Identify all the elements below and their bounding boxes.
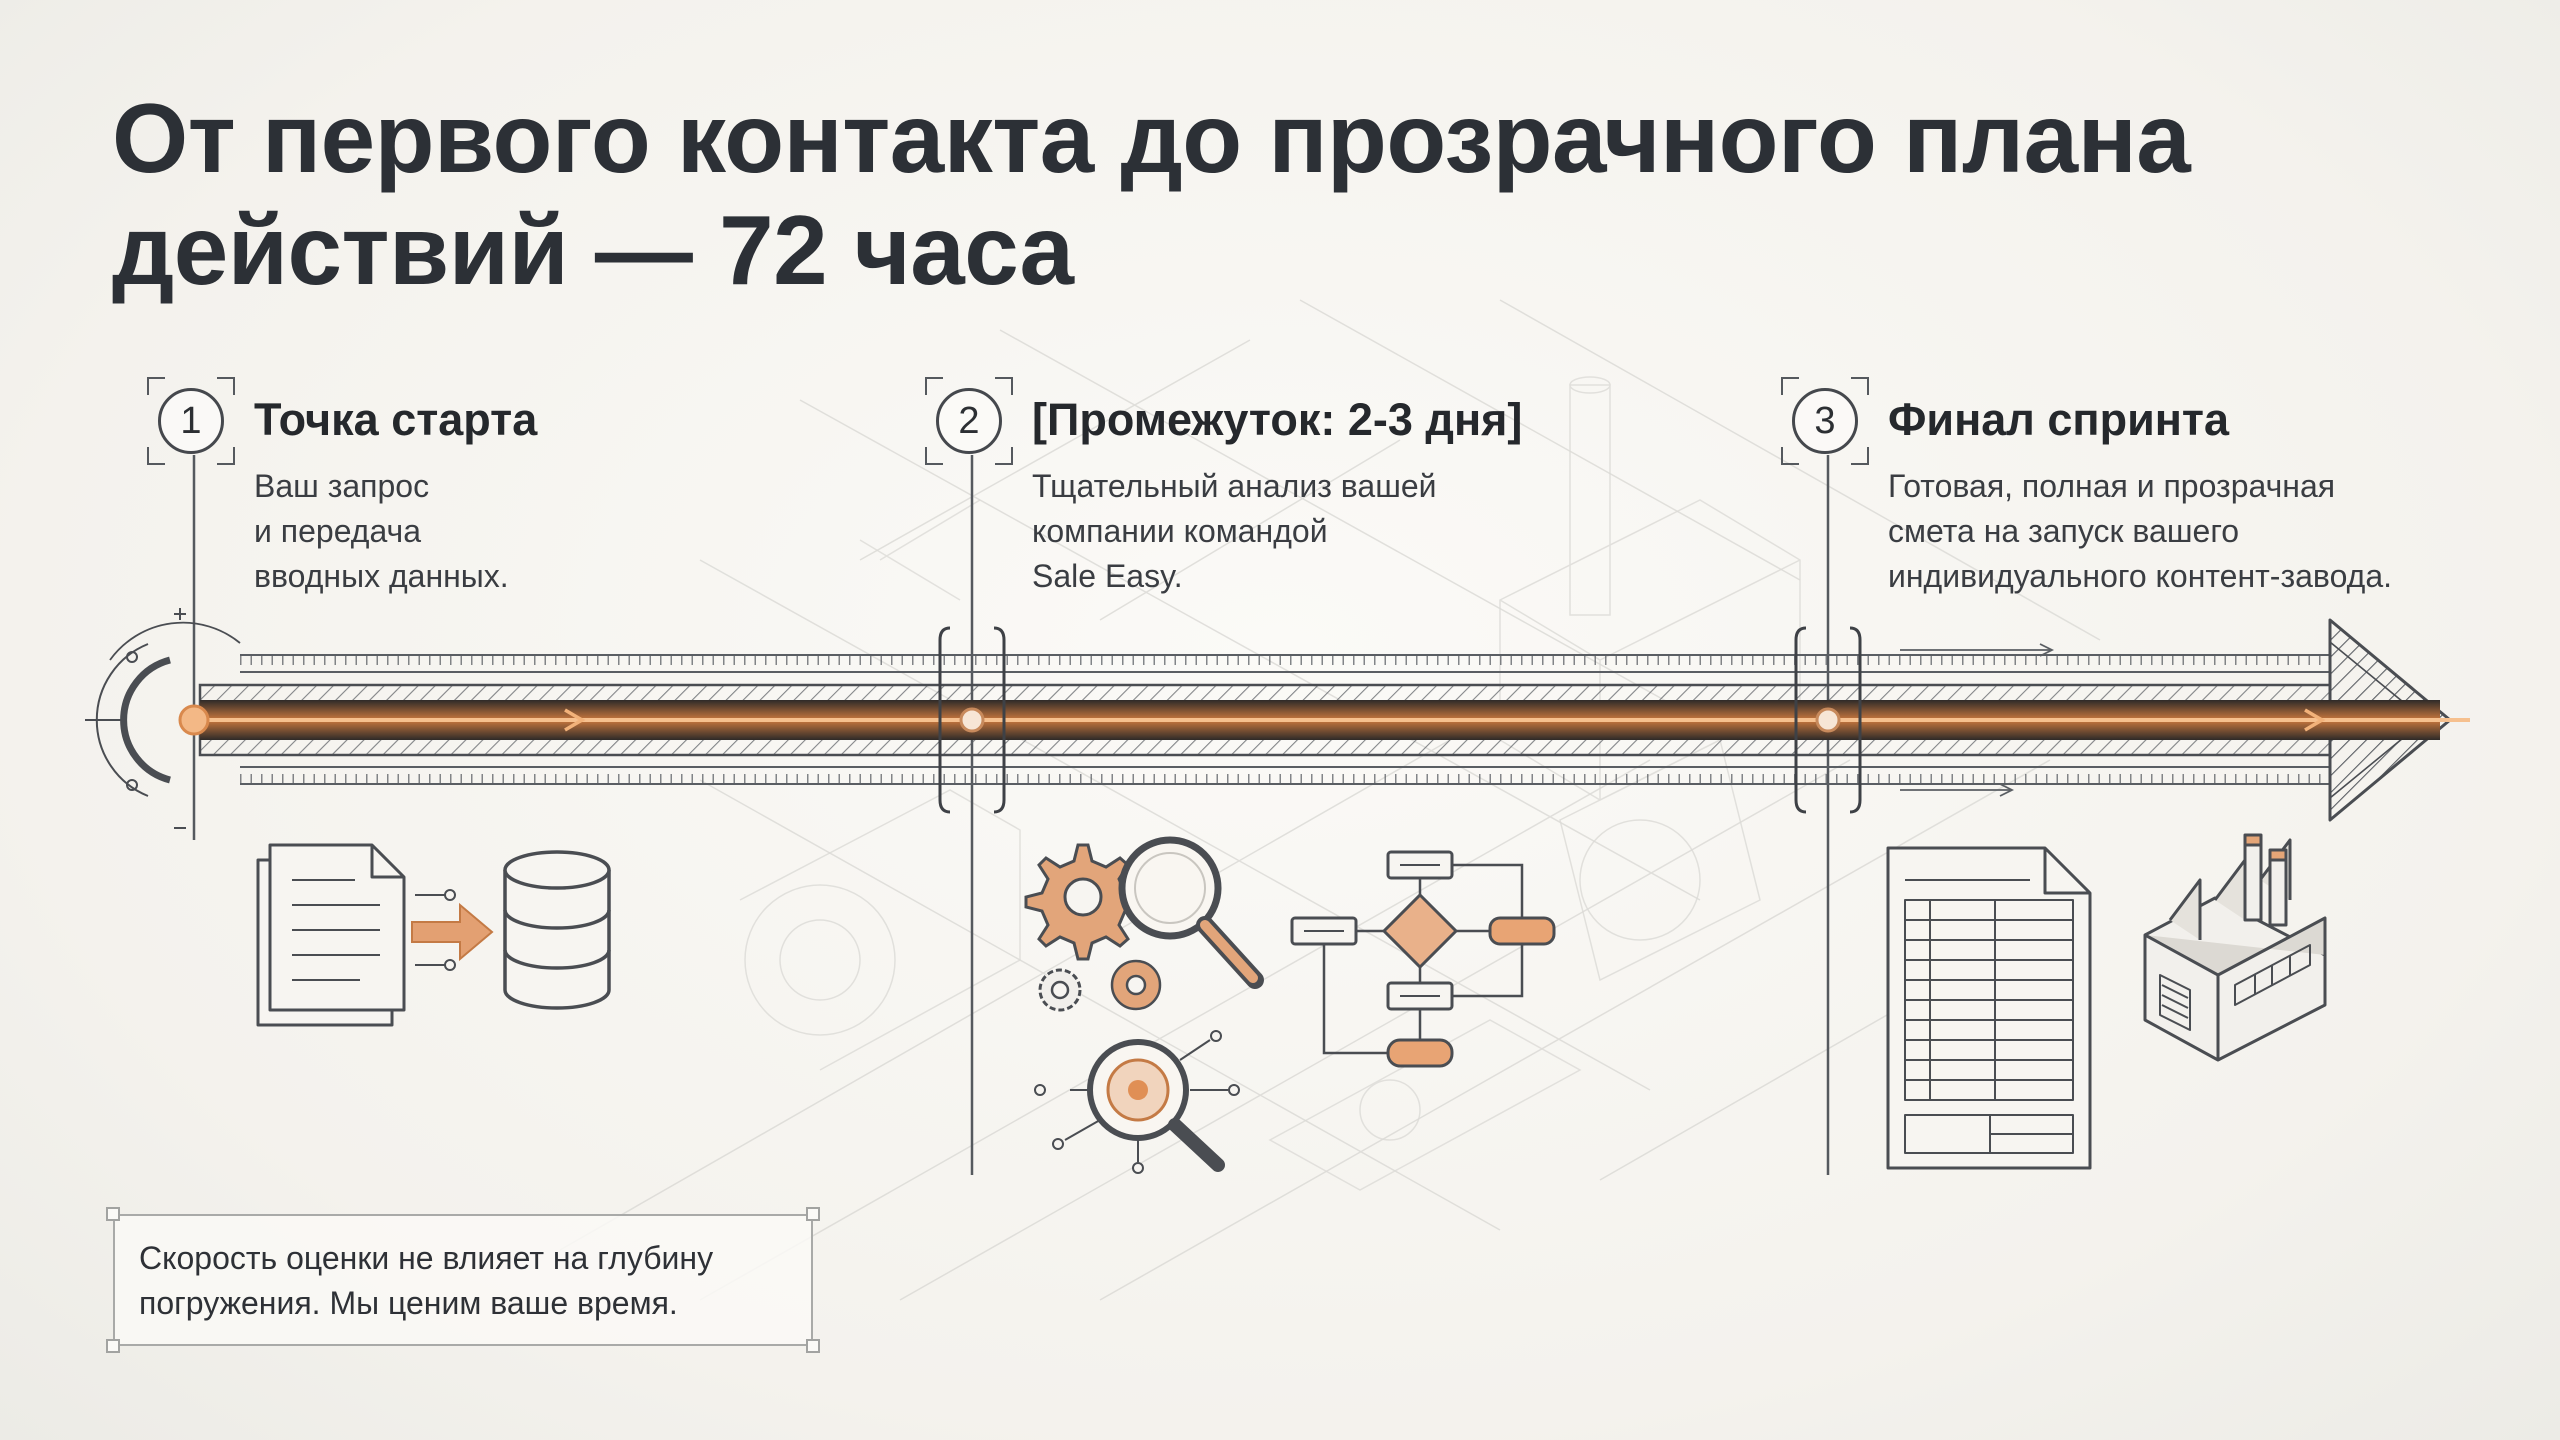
step-number: 3 <box>1814 399 1836 442</box>
estimate-document-icon <box>1886 846 2092 1170</box>
step-description-line: Тщательный анализ вашей <box>1032 468 1437 504</box>
step-description-line: Sale Easy. <box>1032 558 1183 594</box>
document-icon <box>256 843 406 1027</box>
step-number-badge: 1 <box>147 377 235 465</box>
flowchart-icon <box>1290 850 1556 1068</box>
step-title: Точка старта <box>254 394 538 445</box>
arrow-right-icon <box>411 889 494 971</box>
step-description-line: Ваш запрос <box>254 468 430 504</box>
step-title: [Промежуток: 2-3 дня] <box>1032 394 1523 445</box>
page-title: От первого контакта до прозрачного плана… <box>112 83 2191 305</box>
footnote-box: Скорость оценки не влияет на глубину пог… <box>106 1207 820 1353</box>
step-description: Тщательный анализ вашей компании командо… <box>1032 464 1437 599</box>
step-title: Финал спринта <box>1888 394 2229 445</box>
footnote-text: Скорость оценки не влияет на глубину пог… <box>139 1236 713 1326</box>
step-number: 1 <box>180 399 202 442</box>
factory-icon <box>2143 833 2327 1062</box>
footnote-line: Скорость оценки не влияет на глубину <box>139 1240 714 1276</box>
step-description-line: Готовая, полная и прозрачная <box>1888 468 2336 504</box>
step-number: 2 <box>958 399 980 442</box>
step-description: Ваш запрос и передача вводных данных. <box>254 464 509 599</box>
target-magnifier-icon <box>1034 1030 1240 1174</box>
step-number-badge: 2 <box>925 377 1013 465</box>
step-description-line: компании командой <box>1032 513 1328 549</box>
footnote-line: погружения. Мы ценим ваше время. <box>139 1285 678 1321</box>
step-description-line: смета на запуск вашего <box>1888 513 2240 549</box>
step-description: Готовая, полная и прозрачная смета на за… <box>1888 464 2392 599</box>
step-description-line: вводных данных. <box>254 558 509 594</box>
step-description-line: и передача <box>254 513 422 549</box>
step-number-badge: 3 <box>1781 377 1869 465</box>
gears-magnifier-icon <box>1024 836 1264 1012</box>
database-icon <box>503 850 611 1010</box>
step-description-line: индивидуального контент-завода. <box>1888 558 2393 594</box>
